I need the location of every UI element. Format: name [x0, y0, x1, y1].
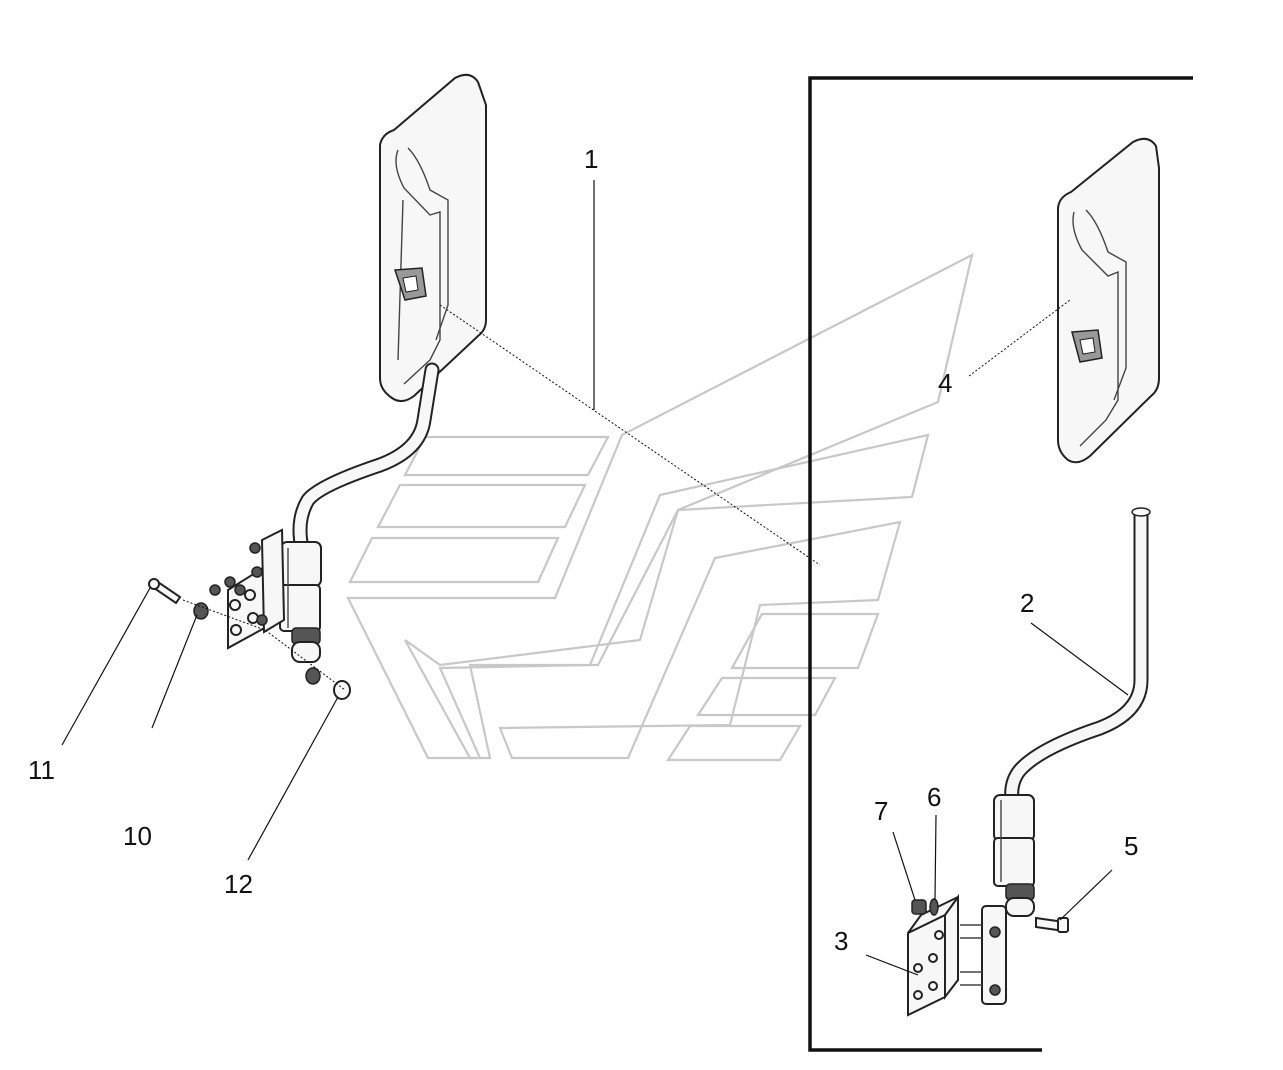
left-washer-10 [193, 602, 209, 620]
callout-3: 3 [834, 926, 848, 956]
leader-lines [61, 180, 1129, 976]
left-nuts-12 [305, 667, 351, 700]
callout-2: 2 [1020, 588, 1034, 618]
right-nut-7 [911, 899, 927, 915]
callout-10: 10 [123, 821, 152, 851]
callout-4: 4 [938, 368, 952, 398]
left-assembly-axis [182, 599, 346, 691]
right-clamp-plate [960, 905, 1007, 1005]
right-bracket-3 [907, 893, 959, 1017]
right-mirror-head [1057, 137, 1160, 464]
left-bolt-11 [148, 578, 182, 605]
callout-6: 6 [927, 782, 941, 812]
right-hinge-block [993, 794, 1035, 917]
left-mirror-head [379, 73, 487, 402]
left-mirror-arm [292, 362, 440, 556]
callout-12: 12 [224, 869, 253, 899]
left-hinge-assembly [209, 528, 322, 663]
callout-5: 5 [1124, 831, 1138, 861]
detail-frame [808, 76, 1193, 1052]
callout-11: 11 [28, 755, 55, 785]
background-logo-watermark [346, 252, 974, 762]
right-bolt-5 [1035, 916, 1069, 933]
callout-1: 1 [584, 144, 598, 174]
callout-7: 7 [874, 796, 888, 826]
right-washer-6 [929, 898, 939, 916]
right-mirror-arm [1004, 507, 1151, 808]
